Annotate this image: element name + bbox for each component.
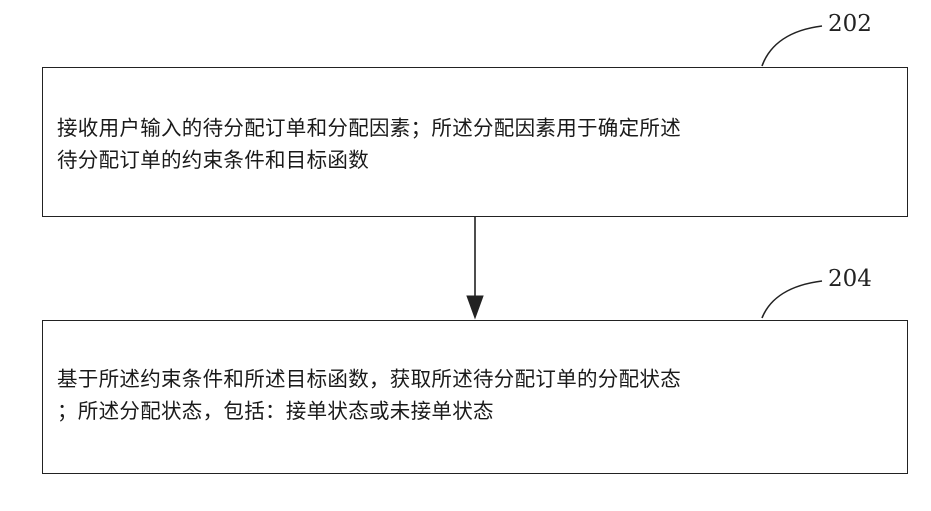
step-204-text: 基于所述约束条件和所述目标函数，获取所述待分配订单的分配状态 ；所述分配状态，包… [57,363,893,427]
ref-202-leader-line [762,26,822,66]
step-box-202: 接收用户输入的待分配订单和分配因素；所述分配因素用于确定所述 待分配订单的约束条… [42,67,908,217]
ref-204-leader-line [762,281,822,318]
step-204-line-1: 基于所述约束条件和所述目标函数，获取所述待分配订单的分配状态 [57,363,893,395]
step-202-text: 接收用户输入的待分配订单和分配因素；所述分配因素用于确定所述 待分配订单的约束条… [57,112,893,176]
ref-label-202: 202 [828,11,872,37]
flow-arrow-head [467,296,483,318]
step-box-204: 基于所述约束条件和所述目标函数，获取所述待分配订单的分配状态 ；所述分配状态，包… [42,320,908,474]
step-202-line-2: 待分配订单的约束条件和目标函数 [57,144,893,176]
ref-label-204: 204 [828,266,872,292]
step-202-line-1: 接收用户输入的待分配订单和分配因素；所述分配因素用于确定所述 [57,112,893,144]
step-204-line-2: ；所述分配状态，包括：接单状态或未接单状态 [57,395,893,427]
